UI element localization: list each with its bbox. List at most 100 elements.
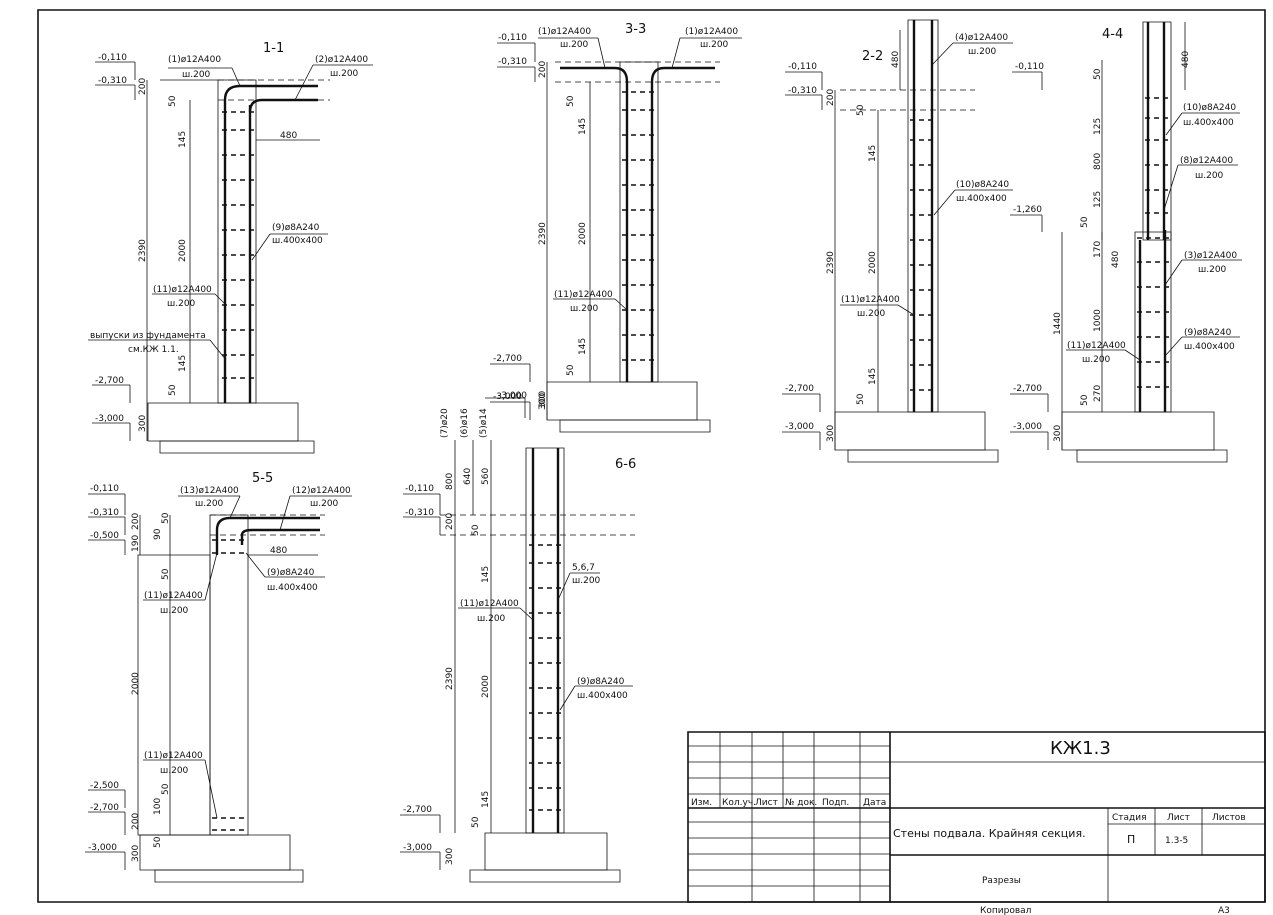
- section-title: 4-4: [1102, 27, 1123, 42]
- format-label: А3: [1218, 906, 1230, 915]
- dim: 190: [131, 535, 141, 552]
- stirrups: [529, 545, 562, 810]
- dim: 125: [1093, 118, 1103, 135]
- dim: 200: [445, 513, 455, 530]
- rebar-step: ш.200: [167, 299, 196, 309]
- rebar-label: (8)ø12A400: [1180, 156, 1233, 166]
- rebar-label: (5)ø14: [479, 408, 489, 438]
- foundation-base: [848, 450, 998, 462]
- dim: 2000: [481, 675, 491, 698]
- rebar-label: (11)ø12A400: [841, 295, 900, 305]
- rebar-step: ш.400x400: [577, 691, 628, 701]
- col-podp: Подп.: [822, 798, 849, 808]
- rebar-step: ш.200: [1198, 265, 1227, 275]
- section-2-2: 2-2 -0,110 -0,310 -2,700 -3,000 480 200 …: [782, 20, 1013, 462]
- rebar-step: ш.200: [700, 40, 729, 50]
- level-mark: -2,500: [90, 781, 119, 791]
- level-mark: -3,000: [95, 414, 124, 424]
- dim: 145: [868, 368, 878, 385]
- level-mark: -0,310: [90, 508, 119, 518]
- rebar-label: (12)ø12A400: [292, 486, 351, 496]
- dim: 2000: [868, 251, 878, 274]
- dim: 50: [856, 104, 866, 116]
- dim: 270: [1093, 385, 1103, 402]
- dim: 480: [270, 546, 287, 556]
- dim: 200: [138, 78, 148, 95]
- rebar-step: ш.200: [968, 47, 997, 57]
- foundation-base: [470, 870, 620, 882]
- dim: 50: [1080, 394, 1090, 406]
- bar-1: [560, 68, 627, 82]
- copied-label: Копировал: [980, 906, 1031, 915]
- note: см.КЖ 1.1.: [128, 345, 179, 355]
- dim: 145: [578, 338, 588, 355]
- level-mark: -3,000: [498, 391, 527, 401]
- rebar-step: ш.200: [160, 766, 189, 776]
- level-mark: -0,110: [1015, 62, 1044, 72]
- section-1-1: 1-1 -0,110 -0,310 -2,700 -3,000: [88, 41, 373, 453]
- rebar-label: (1)ø12A400: [685, 27, 738, 37]
- dim: 50: [161, 568, 171, 580]
- level-mark: -0,500: [90, 531, 119, 541]
- level-mark: -0,110: [788, 62, 817, 72]
- dim: 125: [1093, 191, 1103, 208]
- dim: 480: [280, 131, 297, 141]
- bar-2: [250, 100, 318, 112]
- level-mark: -3,000: [493, 392, 522, 402]
- level-mark: -2,700: [493, 354, 522, 364]
- rebar-step: ш.200: [477, 614, 506, 624]
- rebar-step: ш.200: [182, 70, 211, 80]
- dim: 145: [178, 131, 188, 148]
- rebar-step: ш.200: [160, 606, 189, 616]
- section-title: 3-3: [625, 22, 646, 37]
- foundation-base: [560, 420, 710, 432]
- dim: 1000: [1093, 309, 1103, 332]
- level-mark: -0,310: [98, 76, 127, 86]
- rebar-step: ш.200: [857, 309, 886, 319]
- dim: 145: [578, 118, 588, 135]
- col-izm: Изм.: [691, 798, 712, 808]
- dim: 50: [168, 95, 178, 107]
- dim: 2390: [826, 251, 836, 274]
- section-6-6: 6-6 -3,000 -0,110 -0,310 -2,700 -3,000 3…: [400, 391, 636, 882]
- rebar-label: (1)ø12A400: [538, 27, 591, 37]
- rebar-step: ш.200: [572, 576, 601, 586]
- rebar-label: (9)ø8A240: [272, 223, 320, 233]
- bar-1: [225, 86, 318, 100]
- level-mark: -2,700: [403, 805, 432, 815]
- rebar-label: (11)ø12A400: [1067, 341, 1126, 351]
- sheet-frame: [38, 10, 1265, 902]
- foundation: [485, 833, 607, 870]
- dim: 50: [161, 783, 171, 795]
- dim: 50: [566, 95, 576, 107]
- foundation: [148, 403, 298, 441]
- rebar-step: ш.200: [560, 40, 589, 50]
- dim: 2390: [538, 222, 548, 245]
- object-name: Стены подвала. Крайняя секция.: [893, 827, 1086, 840]
- level-mark: -0,310: [498, 57, 527, 67]
- dim: 800: [445, 473, 455, 490]
- rebar-step: ш.200: [310, 499, 339, 509]
- rebar-label: (6)ø16: [460, 408, 470, 438]
- dim: 50: [1080, 216, 1090, 228]
- rebar-step: ш.400x400: [1183, 118, 1234, 128]
- bar-12: [242, 530, 320, 545]
- dim: 50: [161, 512, 171, 524]
- level-mark: -2,700: [95, 376, 124, 386]
- col-doc: № док.: [785, 798, 817, 808]
- rebar-label: (7)ø20: [440, 408, 450, 438]
- rebar-step: ш.200: [1195, 171, 1224, 181]
- level-mark: -3,000: [785, 422, 814, 432]
- foundation: [547, 382, 697, 420]
- dim: 640: [463, 468, 473, 485]
- dim: 145: [868, 145, 878, 162]
- foundation: [1062, 412, 1214, 450]
- dim: 200: [826, 89, 836, 106]
- rebar-label: (9)ø8A240: [267, 568, 315, 578]
- foundation-base: [160, 441, 314, 453]
- dim: 145: [481, 566, 491, 583]
- dim: 145: [481, 791, 491, 808]
- rebar-label: (3)ø12A400: [1184, 251, 1237, 261]
- dim: 50: [566, 364, 576, 376]
- sheet-value: 1.3-5: [1165, 836, 1188, 846]
